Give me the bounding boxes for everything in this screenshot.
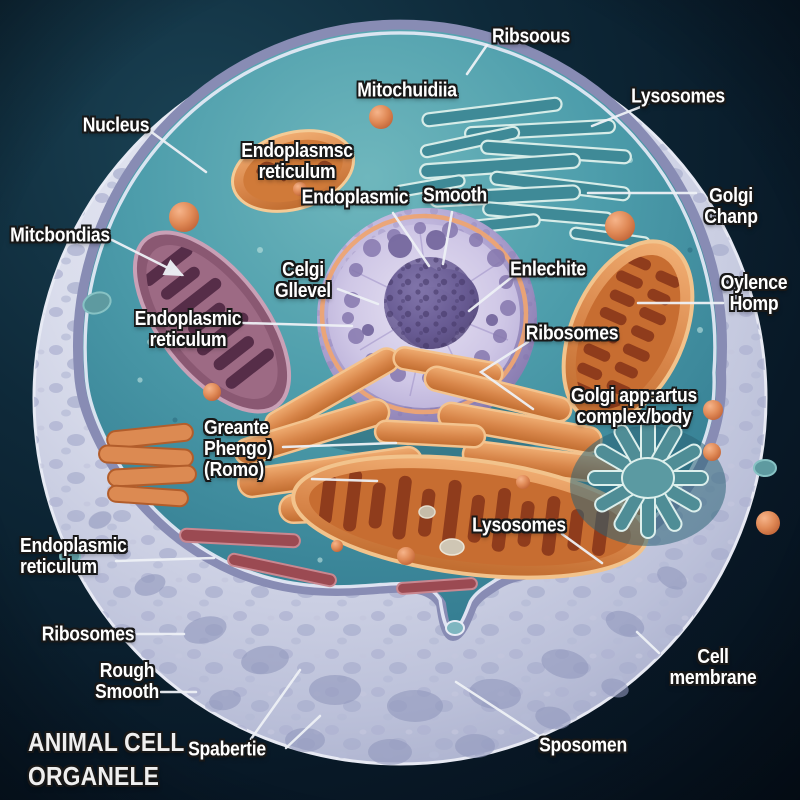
- label-spabertie: Spabertie: [188, 738, 266, 761]
- label-nucleus: Nucleus: [82, 114, 150, 137]
- label-oylence-homp: Oylence Homp: [720, 272, 788, 315]
- label-smooth-top: Smooth: [423, 184, 487, 207]
- label-golgi-chanp: Golgi Chanp: [704, 185, 758, 228]
- label-ribosomes-mid: Ribosomes: [525, 322, 619, 345]
- label-enlechite: Enlechite: [510, 258, 586, 281]
- label-ribsoous: Ribsoous: [491, 25, 571, 48]
- label-lysosomes-top: Lysosomes: [631, 85, 725, 108]
- label-mitcbondias: Mitcbondias: [10, 224, 110, 247]
- label-ribosomes-bottom: Ribosomes: [41, 623, 135, 646]
- diagram-title: ANIMAL CELL ORGANELE: [28, 727, 185, 791]
- label-celgi-gllevel: Celgi Gllevel: [275, 259, 331, 302]
- label-endoplasmic-reticulum-left: Endoplasmic reticulum: [134, 308, 242, 351]
- leader-lines: [110, 43, 725, 750]
- label-greante-phengo: Greante Phengo) (Romo): [204, 417, 273, 481]
- label-lysosomes-bottom: Lysosomes: [472, 514, 566, 537]
- label-rough-smooth: Rough Smooth: [95, 660, 159, 703]
- label-endoplasmic-reticulum-bottom: Endoplasmic reticulum: [20, 535, 127, 578]
- label-sposomen: Sposomen: [539, 734, 627, 757]
- label-golgi-apparatus: Golgi app:artus complex/body: [570, 385, 698, 428]
- label-endoplasmic-mid: Endoplasmic: [301, 186, 409, 209]
- label-endoplasmsc-reticulum: Endoplasmsc reticulum: [241, 140, 353, 183]
- label-mitochuidiia: Mitochuidiia: [357, 79, 457, 102]
- label-cell-membrane: Cell membrane: [669, 646, 757, 689]
